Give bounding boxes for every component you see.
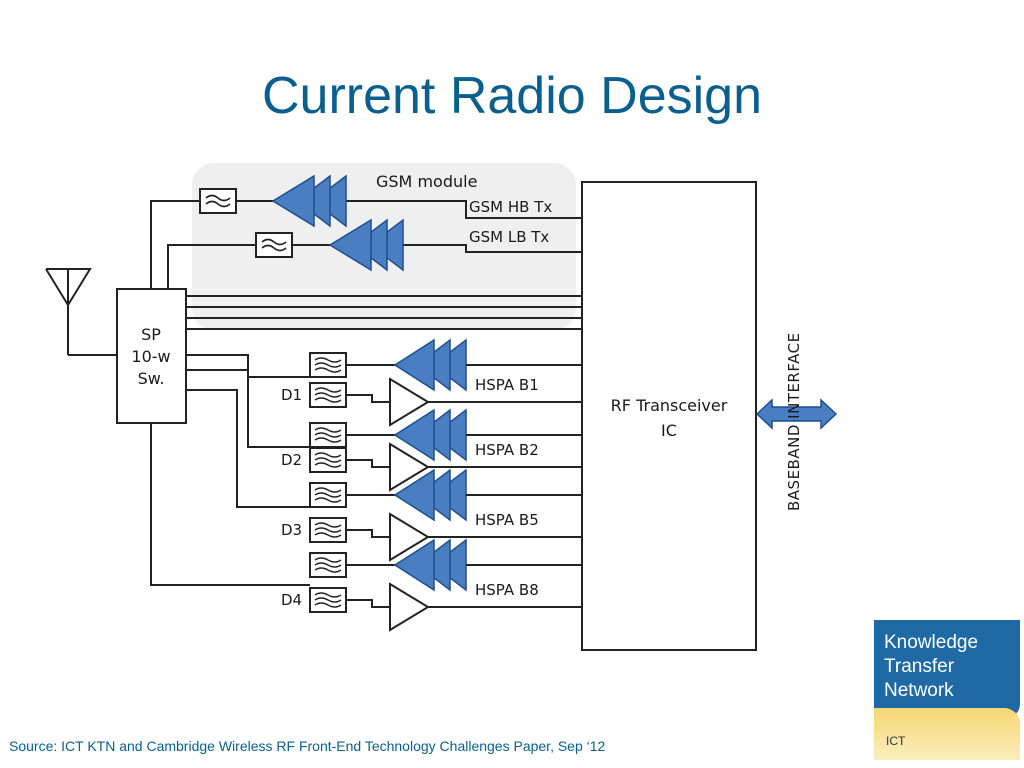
rf-transceiver-ic <box>581 181 757 651</box>
band-3-switch-route <box>186 389 310 508</box>
band-1-tx-filter-icon <box>309 352 347 378</box>
switch-throw-lines <box>186 295 582 330</box>
band-2-lna-icon <box>389 442 430 492</box>
gsm-lb-label: GSM LB Tx <box>469 228 549 246</box>
hspa-band-1: D1 HSPA B1 <box>186 338 582 427</box>
band-4-tx-filter-icon <box>309 552 347 578</box>
gsm-hb-filter-icon <box>199 188 237 214</box>
band-1-power-amplifier-icon <box>393 338 467 392</box>
band-2-power-amplifier-icon <box>393 408 467 462</box>
band-4-lna-icon <box>389 582 430 632</box>
band-3-rx-filter-icon <box>309 517 347 543</box>
duplexer-label-2: D2 <box>281 451 302 469</box>
band-label-3: HSPA B5 <box>475 511 539 529</box>
band-1-rx-filter-icon <box>309 382 347 408</box>
knowledge-transfer-network-logo: Knowledge Transfer Network ICT <box>874 620 1020 760</box>
gsm-hb-amplifier-icon <box>271 174 347 228</box>
gsm-hb-label: GSM HB Tx <box>469 198 552 216</box>
switch-label-line-2: 10-w <box>131 347 170 366</box>
baseband-interface-arrow <box>755 398 838 430</box>
band-1-lna-icon <box>389 377 430 427</box>
band-3-lna-icon <box>389 512 430 562</box>
logo-line-1: Knowledge <box>884 632 979 653</box>
band-4-switch-route <box>150 423 310 586</box>
logo-line-2: Transfer <box>884 656 955 677</box>
band-1-switch-route <box>186 354 310 378</box>
gsm-hb-path <box>150 200 582 289</box>
band-3-tx-filter-icon <box>309 482 347 508</box>
band-label-4: HSPA B8 <box>475 581 539 599</box>
gsm-module-label: GSM module <box>376 172 477 191</box>
band-2-tx-filter-icon <box>309 422 347 448</box>
logo-ict-tag: ICT <box>886 734 906 748</box>
band-label-1: HSPA B1 <box>475 376 539 394</box>
hspa-bands: D1 HSPA B1 D2 HSPA B2 D3 HSPA B5 D4 HSPA B8 <box>150 338 582 632</box>
source-note: Source: ICT KTN and Cambridge Wireless R… <box>9 738 606 754</box>
band-label-2: HSPA B2 <box>475 441 539 459</box>
band-2-switch-route <box>186 369 310 448</box>
switch-label-line-3: Sw. <box>138 369 165 388</box>
hspa-band-3: D3 HSPA B5 <box>186 389 582 562</box>
duplexer-label-4: D4 <box>281 591 302 609</box>
gsm-lb-path <box>167 244 582 289</box>
gsm-lb-filter-icon <box>255 232 293 258</box>
duplexer-label-1: D1 <box>281 386 302 404</box>
logo-blue-panel: Knowledge Transfer Network <box>874 620 1020 718</box>
band-4-rx-filter-icon <box>309 587 347 613</box>
transceiver-label-line-1: RF Transceiver <box>611 396 728 415</box>
band-2-rx-filter-icon <box>309 447 347 473</box>
hspa-band-4: D4 HSPA B8 <box>150 423 582 632</box>
slide-title: Current Radio Design <box>261 67 763 125</box>
hspa-band-2: D2 HSPA B2 <box>186 369 582 492</box>
switch-label-line-1: SP <box>141 325 161 344</box>
transceiver-label-line-2: IC <box>661 421 677 440</box>
gsm-lb-amplifier-icon <box>328 218 404 272</box>
duplexer-label-3: D3 <box>281 521 302 539</box>
logo-yellow-panel <box>874 708 1020 760</box>
interface-label: BASEBAND INTERFACE <box>785 332 803 511</box>
antenna-icon <box>45 268 117 356</box>
band-3-power-amplifier-icon <box>393 468 467 522</box>
logo-line-3: Network <box>884 680 954 701</box>
